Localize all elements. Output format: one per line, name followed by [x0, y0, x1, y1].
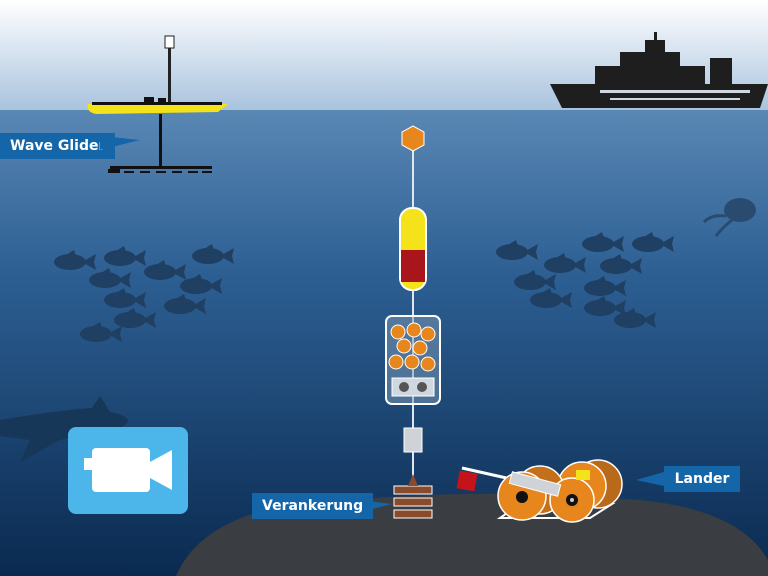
research-ship	[550, 32, 768, 108]
wave-glider	[87, 35, 229, 173]
lander	[456, 459, 623, 523]
mooring-line	[385, 125, 441, 519]
video-camera-icon	[84, 448, 172, 492]
label-wave-glider: Wave Glider	[0, 133, 116, 159]
video-camera-button[interactable]	[68, 427, 188, 514]
label-mooring: Verankerung	[252, 493, 374, 519]
label-lander: Lander	[664, 466, 740, 492]
jellyfish	[702, 198, 756, 237]
shark	[0, 396, 128, 462]
